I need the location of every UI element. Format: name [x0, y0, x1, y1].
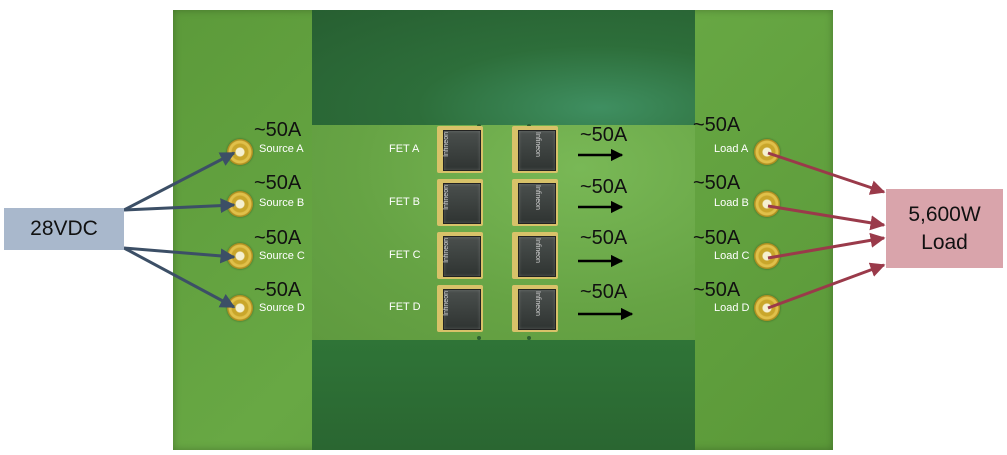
load-c-current: ~50A — [693, 227, 741, 249]
fet-d-label: FET D — [389, 301, 421, 313]
fet-d-chip-right: Infineon — [512, 285, 558, 332]
via — [477, 336, 481, 340]
fet-c-current: ~50A — [580, 227, 628, 249]
fet-d-chip-left: Infineon — [437, 285, 483, 332]
source-d-current: ~50A — [254, 279, 302, 301]
fet-a-chip-left: Infineon — [437, 126, 483, 173]
source-box-label: 28VDC — [30, 217, 98, 240]
load-a-label: Load A — [714, 143, 749, 155]
load-b-label: Load B — [714, 197, 749, 209]
load-box-power: 5,600W — [908, 202, 981, 226]
fet-b-label: FET B — [389, 196, 420, 208]
load-b-current: ~50A — [693, 172, 741, 194]
load-b-terminal — [754, 191, 780, 217]
fet-c-chip-right: Infineon — [512, 232, 558, 279]
load-d-terminal — [754, 295, 780, 321]
load-d-current: ~50A — [693, 279, 741, 301]
source-d-label: Source D — [259, 302, 305, 314]
source-a-label: Source A — [259, 143, 304, 155]
load-c-label: Load C — [714, 250, 750, 262]
source-b-current: ~50A — [254, 172, 302, 194]
chip-marking: Infineon — [534, 185, 541, 210]
fet-c-label: FET C — [389, 249, 421, 261]
fet-b-chip-left: Infineon — [437, 179, 483, 226]
source-a-current: ~50A — [254, 119, 302, 141]
fet-a-label: FET A — [389, 143, 420, 155]
source-box: 28VDC — [4, 208, 124, 250]
copper-mid-region — [312, 125, 695, 340]
load-d-label: Load D — [714, 302, 750, 314]
load-b-arrow — [767, 204, 886, 231]
fet-a-chip-right: Infineon — [512, 126, 558, 173]
source-c-current: ~50A — [254, 227, 302, 249]
copper-plane-top — [312, 10, 695, 125]
load-a-terminal — [754, 139, 780, 165]
fet-b-current: ~50A — [580, 176, 628, 198]
fet-b-chip-right: Infineon — [512, 179, 558, 226]
chip-marking: Infineon — [534, 238, 541, 263]
chip-marking: Infineon — [534, 132, 541, 157]
load-box-label: Load — [921, 230, 968, 254]
source-a-arrow — [123, 151, 236, 212]
fet-a-current: ~50A — [580, 124, 628, 146]
load-a-arrow — [767, 151, 886, 195]
source-c-arrow — [123, 246, 236, 264]
load-box: 5,600W Load — [886, 189, 1003, 268]
source-b-arrow — [123, 198, 236, 214]
source-c-label: Source C — [259, 250, 305, 262]
source-d-arrow — [123, 246, 236, 309]
source-b-label: Source B — [259, 197, 305, 209]
chip-marking: Infineon — [534, 291, 541, 316]
load-c-arrow — [767, 232, 886, 260]
fet-d-current: ~50A — [580, 281, 628, 303]
load-a-current: ~50A — [693, 114, 741, 136]
copper-plane-bottom — [312, 340, 695, 450]
fet-c-chip-left: Infineon — [437, 232, 483, 279]
load-d-arrow — [767, 262, 886, 310]
via — [527, 336, 531, 340]
